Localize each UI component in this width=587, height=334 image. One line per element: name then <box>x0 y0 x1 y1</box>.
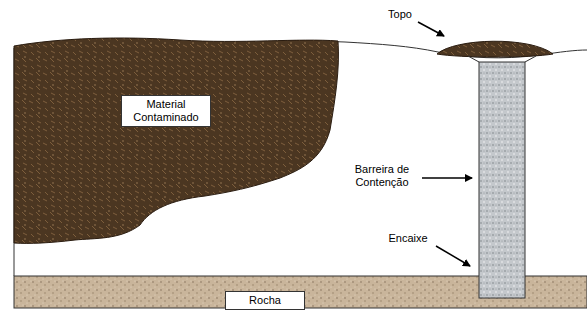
node-text: Material Contaminado <box>122 98 210 124</box>
rock-label-box: Rocha <box>225 291 305 310</box>
material-label-box: Material Contaminado <box>121 95 211 127</box>
key-label: Encaixe <box>378 232 438 245</box>
cap-label: Topo <box>370 8 430 21</box>
node-text: Rocha <box>249 294 281 307</box>
barrier-label: Barreira de Contenção <box>342 163 422 189</box>
